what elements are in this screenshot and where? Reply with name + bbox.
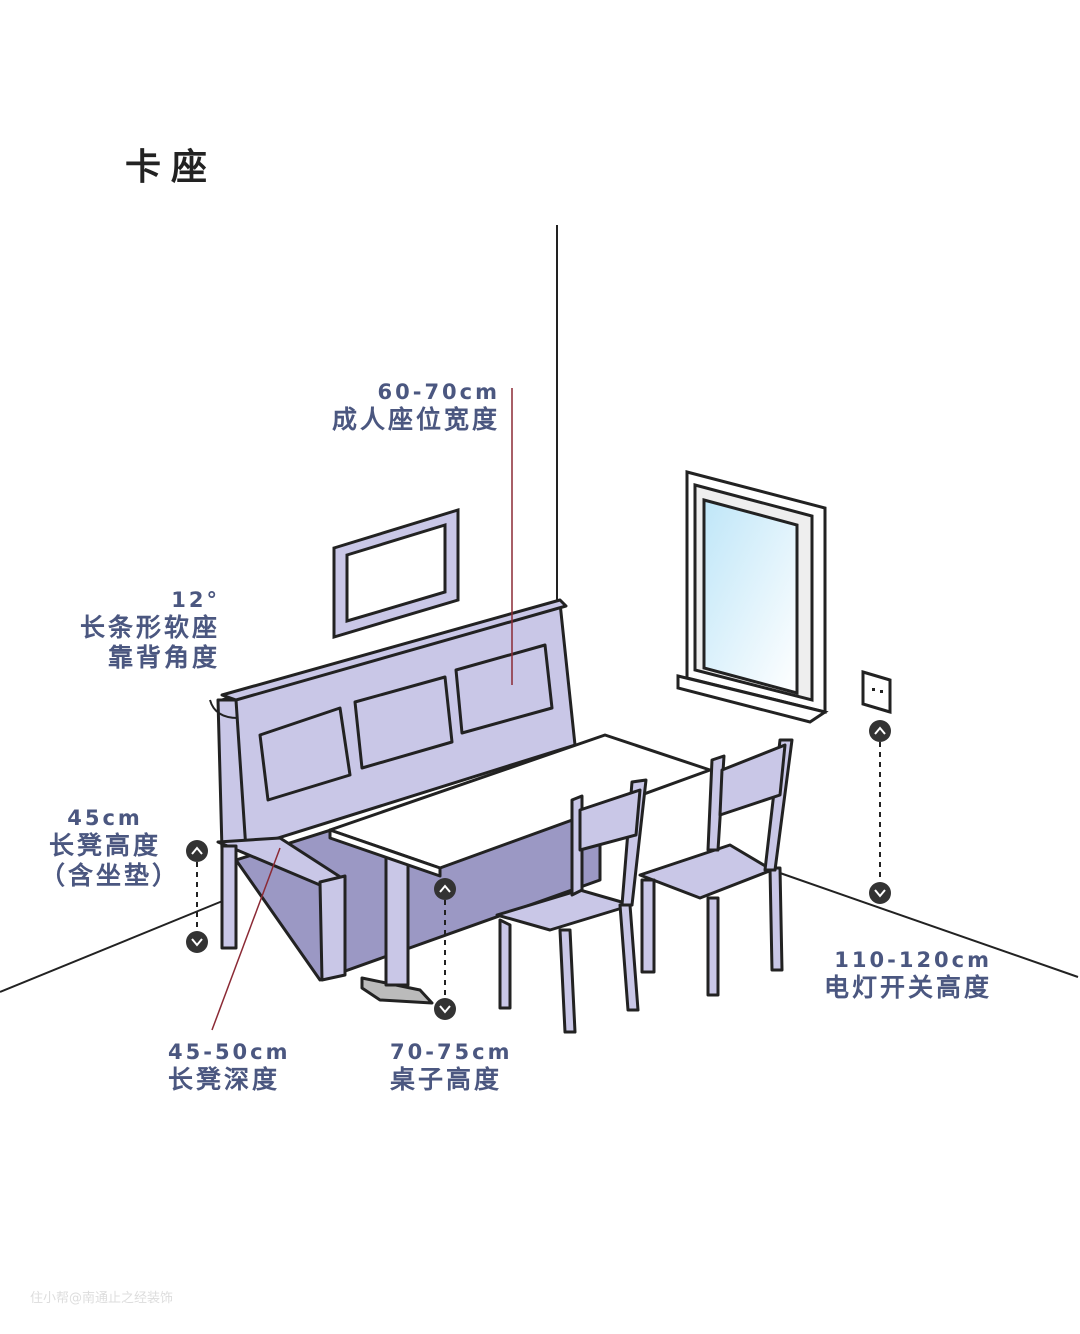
seat-width-value: 60-70cm: [377, 380, 500, 404]
chair-back: [638, 738, 794, 997]
label-bench-depth: 45-50cm 长凳深度: [168, 1040, 291, 1095]
table-height-value: 70-75cm: [390, 1040, 513, 1064]
bench-depth-value: 45-50cm: [168, 1040, 291, 1064]
light-switch: [861, 669, 892, 715]
floor-line-left: [0, 899, 226, 993]
leader-lines: [211, 388, 513, 1031]
bench-height-text-1: 长凳高度: [48, 831, 161, 861]
dimension-dashes: [196, 742, 881, 998]
arrow-down-icon: [434, 998, 456, 1020]
arrow-up-icon: [186, 840, 208, 862]
bench-height-value: 45cm: [67, 806, 143, 830]
arrow-down-icon: [869, 882, 891, 904]
arrow-up-icon: [434, 878, 456, 900]
bench-depth-text: 长凳深度: [168, 1065, 281, 1095]
picture-frame: [332, 507, 460, 640]
page-title: 卡座: [125, 147, 218, 188]
window: [676, 470, 829, 724]
seat-width-text: 成人座位宽度: [331, 405, 500, 435]
back-angle-text-2: 靠背角度: [107, 643, 220, 673]
arrow-markers: [186, 720, 891, 1020]
label-table-height: 70-75cm 桌子高度: [390, 1040, 513, 1095]
floor-line-right: [779, 872, 1079, 978]
table: [328, 733, 712, 1005]
arrow-up-icon: [869, 720, 891, 742]
back-angle-value: 12°: [171, 588, 220, 612]
chair-front: [495, 778, 648, 1034]
label-switch-height: 110-120cm 电灯开关高度: [822, 948, 992, 1003]
back-angle-text-1: 长条形软座: [79, 613, 220, 643]
label-back-angle: 12° 长条形软座 靠背角度: [40, 588, 220, 673]
watermark: 住小帮@南通止之经装饰: [30, 1291, 174, 1306]
arrow-down-icon: [186, 931, 208, 953]
label-seat-width: 60-70cm 成人座位宽度: [305, 380, 500, 435]
switch-height-value: 110-120cm: [834, 948, 992, 972]
angle-arc: [209, 699, 239, 719]
switch-height-text: 电灯开关高度: [823, 973, 992, 1003]
label-bench-height: 45cm 长凳高度 （含坐垫）: [40, 806, 181, 891]
bench-height-text-2: （含坐垫）: [40, 861, 181, 891]
table-height-text: 桌子高度: [390, 1065, 503, 1095]
